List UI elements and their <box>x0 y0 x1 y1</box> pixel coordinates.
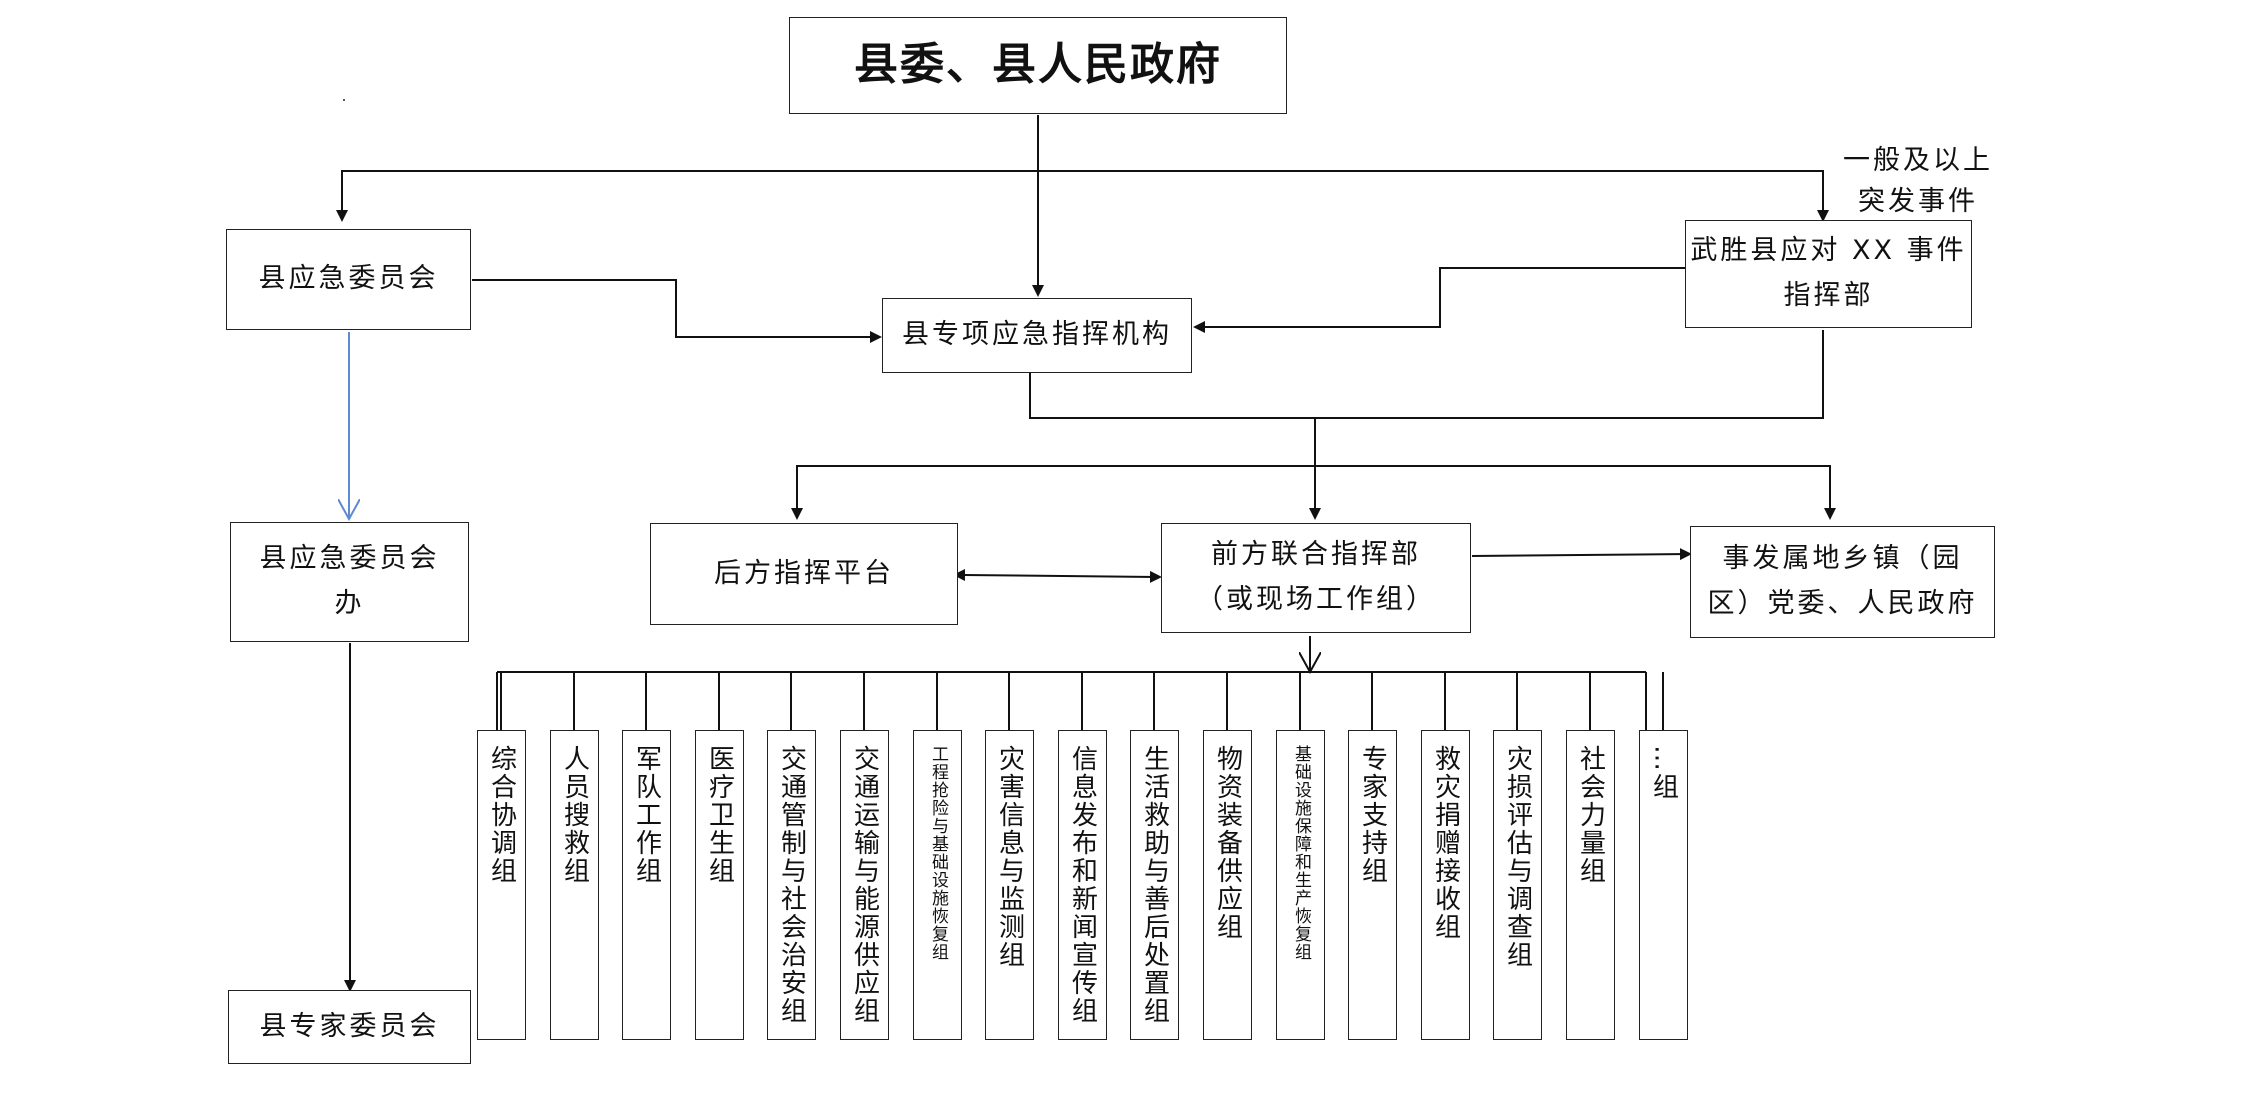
working-group-box: 生活救助与善后处置组 <box>1130 730 1179 1040</box>
special-command-label: 县专项应急指挥机构 <box>902 319 1172 351</box>
event-level-note-line2: 突发事件 <box>1858 185 1978 217</box>
committee-office-label-line2: 办 <box>334 588 365 619</box>
working-group-label: 军队工作组 <box>631 745 662 885</box>
working-group-box: 人员搜救组 <box>550 730 599 1040</box>
front-joint-hq-label-line1: 前方联合指挥部 <box>1211 539 1421 571</box>
event-hq-box: 武胜县应对 XX 事件 指挥部 <box>1685 220 1972 328</box>
rear-command-platform-box: 后方指挥平台 <box>650 523 958 625</box>
working-group-box: 交通管制与社会治安组 <box>767 730 816 1040</box>
stray-dot <box>343 99 345 101</box>
special-command-box: 县专项应急指挥机构 <box>882 298 1192 373</box>
working-group-box: 灾损评估与调查组 <box>1493 730 1542 1040</box>
event-hq-label-line1: 武胜县应对 XX 事件 <box>1690 235 1967 267</box>
working-group-label: 人员搜救组 <box>559 745 590 885</box>
event-hq-label-line2: 指挥部 <box>1783 280 1874 311</box>
emergency-committee-box: 县应急委员会 <box>226 229 471 330</box>
working-group-label: 交通运输与能源供应组 <box>849 745 880 1025</box>
county-committee-government-label: 县委、县人民政府 <box>854 39 1222 91</box>
working-group-box: 交通运输与能源供应组 <box>840 730 889 1040</box>
working-group-box: 物资装备供应组 <box>1203 730 1252 1040</box>
working-group-label: …组 <box>1648 745 1679 801</box>
working-group-label: 专家支持组 <box>1357 745 1388 885</box>
working-group-label: 基础设施保障和生产恢复组 <box>1291 745 1311 961</box>
working-group-box: 社会力量组 <box>1566 730 1615 1040</box>
working-group-label: 工程抢险与基础设施恢复组 <box>928 745 948 961</box>
emergency-committee-label: 县应急委员会 <box>258 263 439 295</box>
event-level-note-line1: 一般及以上 <box>1843 145 1993 176</box>
county-committee-government-box: 县委、县人民政府 <box>789 17 1287 114</box>
local-government-label-line2: 区）党委、人民政府 <box>1707 588 1978 619</box>
working-group-box: 灾害信息与监测组 <box>985 730 1034 1040</box>
local-government-box: 事发属地乡镇（园 区）党委、人民政府 <box>1690 526 1995 638</box>
front-joint-hq-label-line2: （或现场工作组） <box>1196 584 1436 615</box>
working-group-label: 灾损评估与调查组 <box>1502 745 1533 969</box>
working-group-label: 信息发布和新闻宣传组 <box>1067 745 1098 1025</box>
working-group-label: 灾害信息与监测组 <box>994 745 1025 969</box>
working-group-label: 交通管制与社会治安组 <box>776 745 807 1025</box>
working-group-box: …组 <box>1639 730 1688 1040</box>
working-group-box: 专家支持组 <box>1348 730 1397 1040</box>
front-joint-hq-box: 前方联合指挥部 （或现场工作组） <box>1161 523 1471 633</box>
working-group-label: 社会力量组 <box>1575 745 1606 885</box>
working-group-box: 基础设施保障和生产恢复组 <box>1276 730 1325 1040</box>
expert-committee-box: 县专家委员会 <box>228 990 471 1064</box>
committee-office-box: 县应急委员会 办 <box>230 522 469 642</box>
committee-office-label-line1: 县应急委员会 <box>259 543 440 575</box>
working-group-box: 救灾捐赠接收组 <box>1421 730 1470 1040</box>
rear-command-platform-label: 后方指挥平台 <box>714 557 894 589</box>
working-group-box: 工程抢险与基础设施恢复组 <box>913 730 962 1040</box>
working-group-label: 生活救助与善后处置组 <box>1139 745 1170 1025</box>
working-group-label: 救灾捐赠接收组 <box>1430 745 1461 941</box>
working-group-box: 军队工作组 <box>622 730 671 1040</box>
local-government-label-line1: 事发属地乡镇（园 <box>1722 543 1963 575</box>
working-group-box: 信息发布和新闻宣传组 <box>1058 730 1107 1040</box>
working-group-label: 物资装备供应组 <box>1212 745 1243 941</box>
working-group-label: 医疗卫生组 <box>704 745 735 885</box>
working-group-box: 医疗卫生组 <box>695 730 744 1040</box>
working-group-label: 综合协调组 <box>486 745 517 885</box>
expert-committee-label: 县专家委员会 <box>259 1010 440 1042</box>
event-level-note: 一般及以上 突发事件 <box>1838 141 1998 222</box>
working-group-box: 综合协调组 <box>477 730 526 1040</box>
